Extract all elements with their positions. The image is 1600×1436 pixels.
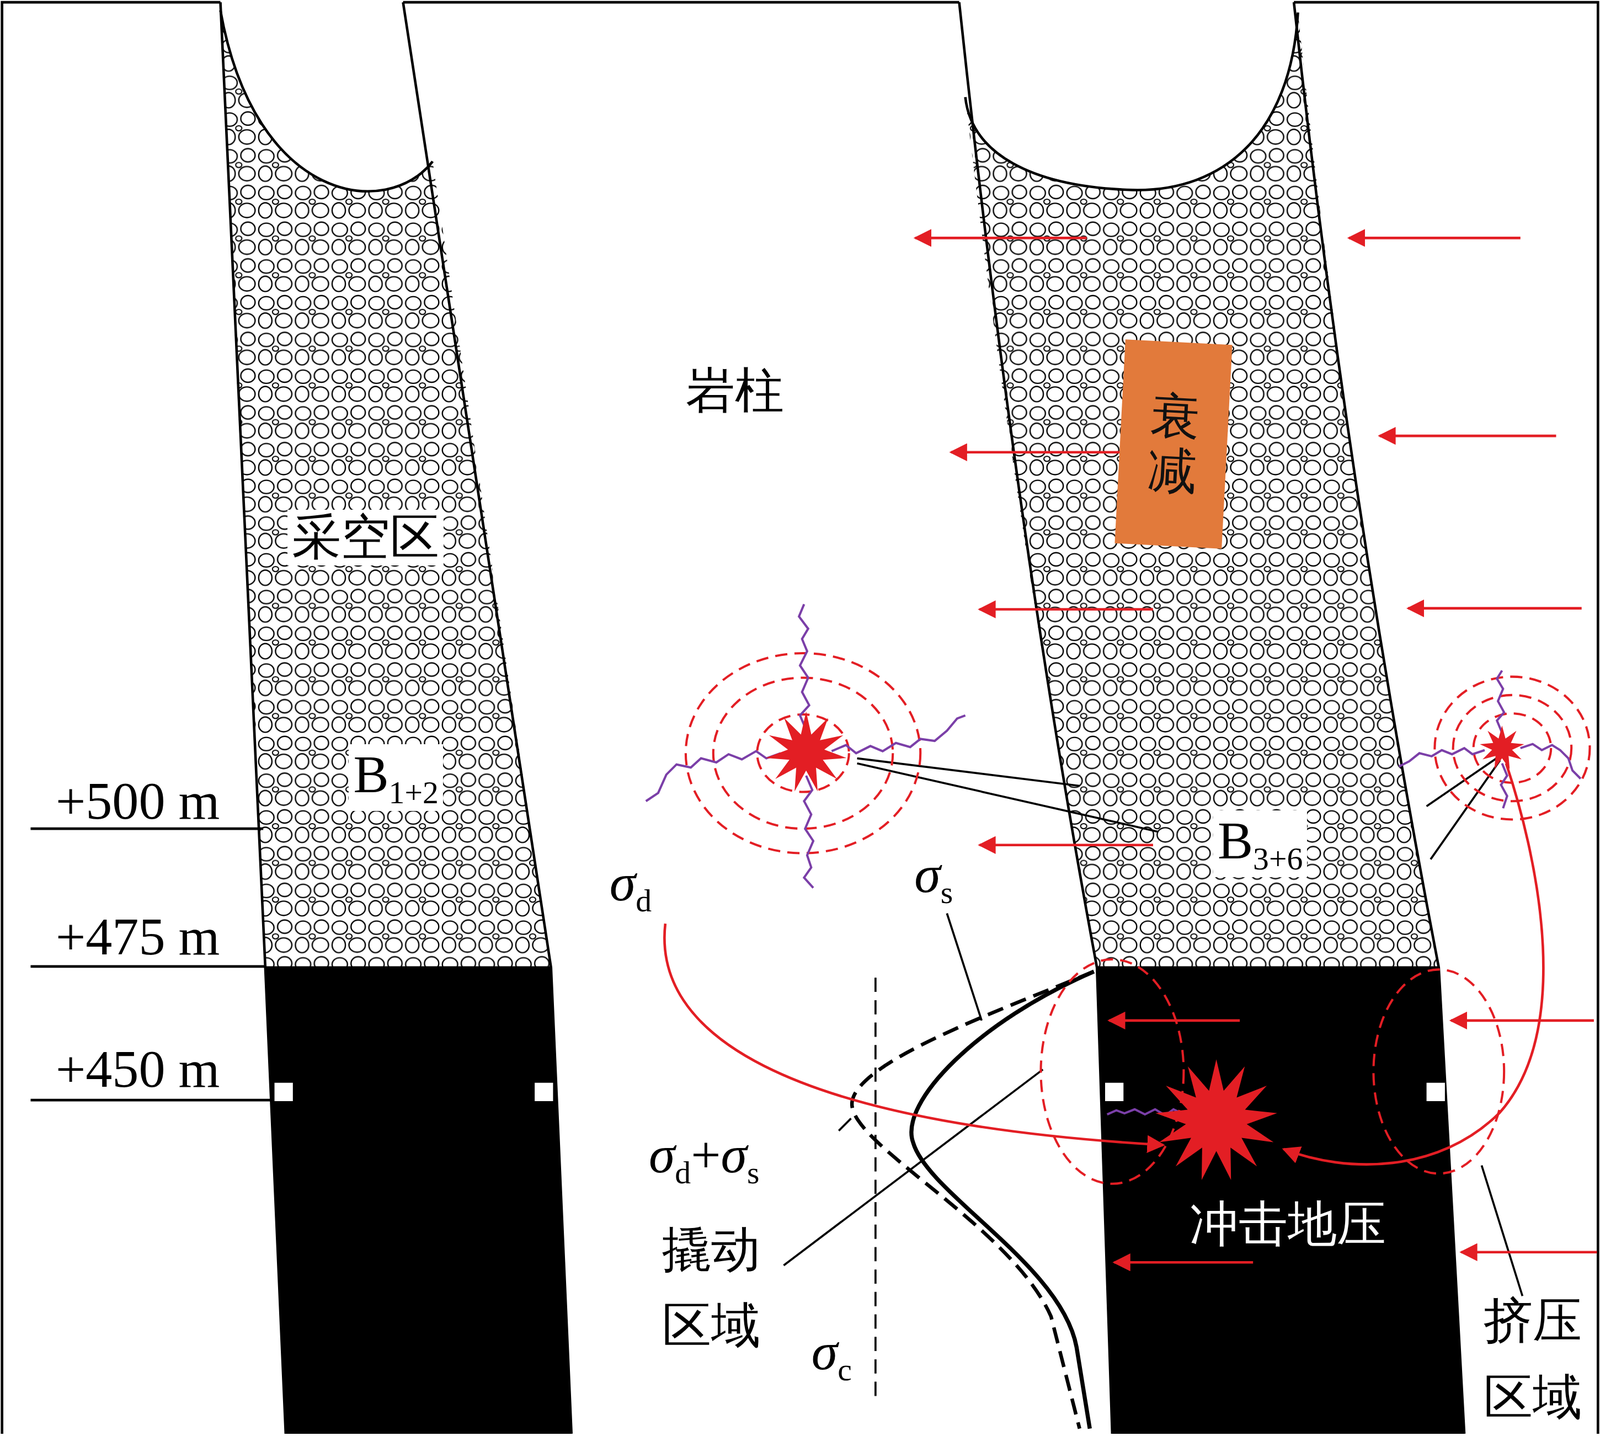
stress-label: σc: [807, 1321, 857, 1389]
orebody-label: B1+2: [348, 744, 443, 812]
wave-ring: [685, 653, 1591, 1184]
ore-body: [265, 967, 572, 1434]
elevation-label: +475 m: [55, 907, 220, 967]
box-text: 衰减: [1145, 388, 1201, 500]
elevation-label: +500 m: [55, 771, 220, 831]
ore-body: [1096, 967, 1465, 1434]
leader-line: [783, 757, 1523, 1297]
orebody-label: B3+6: [1213, 810, 1308, 878]
static-stress-curve: [911, 971, 1095, 1429]
stress-label: σd: [605, 852, 656, 920]
burst-star: [1155, 1059, 1277, 1181]
event-label: 冲击地压: [1189, 1197, 1386, 1252]
elevation-label: +450 m: [55, 1040, 220, 1099]
burst-star: [765, 711, 847, 792]
level-line: [30, 828, 281, 1101]
burst-star: [1479, 725, 1524, 770]
stress-label: σs: [909, 844, 958, 912]
goaf-rubble: [965, 12, 1439, 968]
zone-label: 采空区: [287, 509, 444, 567]
crack: [646, 604, 1581, 1116]
combined-stress-curve: [851, 971, 1095, 1429]
label-box: 衰减: [1114, 339, 1232, 549]
zone-label: 挤压 区域: [1473, 1282, 1592, 1436]
goaf-rubble: [220, 10, 551, 968]
roadway: [274, 1083, 1445, 1102]
critical-stress-line: [874, 977, 877, 1396]
zone-label: 岩柱: [685, 364, 784, 419]
stress-label: σd+σs: [644, 1124, 764, 1192]
stress-arrow: [664, 237, 1597, 1263]
zone-label: 撬动 区域: [648, 1210, 775, 1366]
